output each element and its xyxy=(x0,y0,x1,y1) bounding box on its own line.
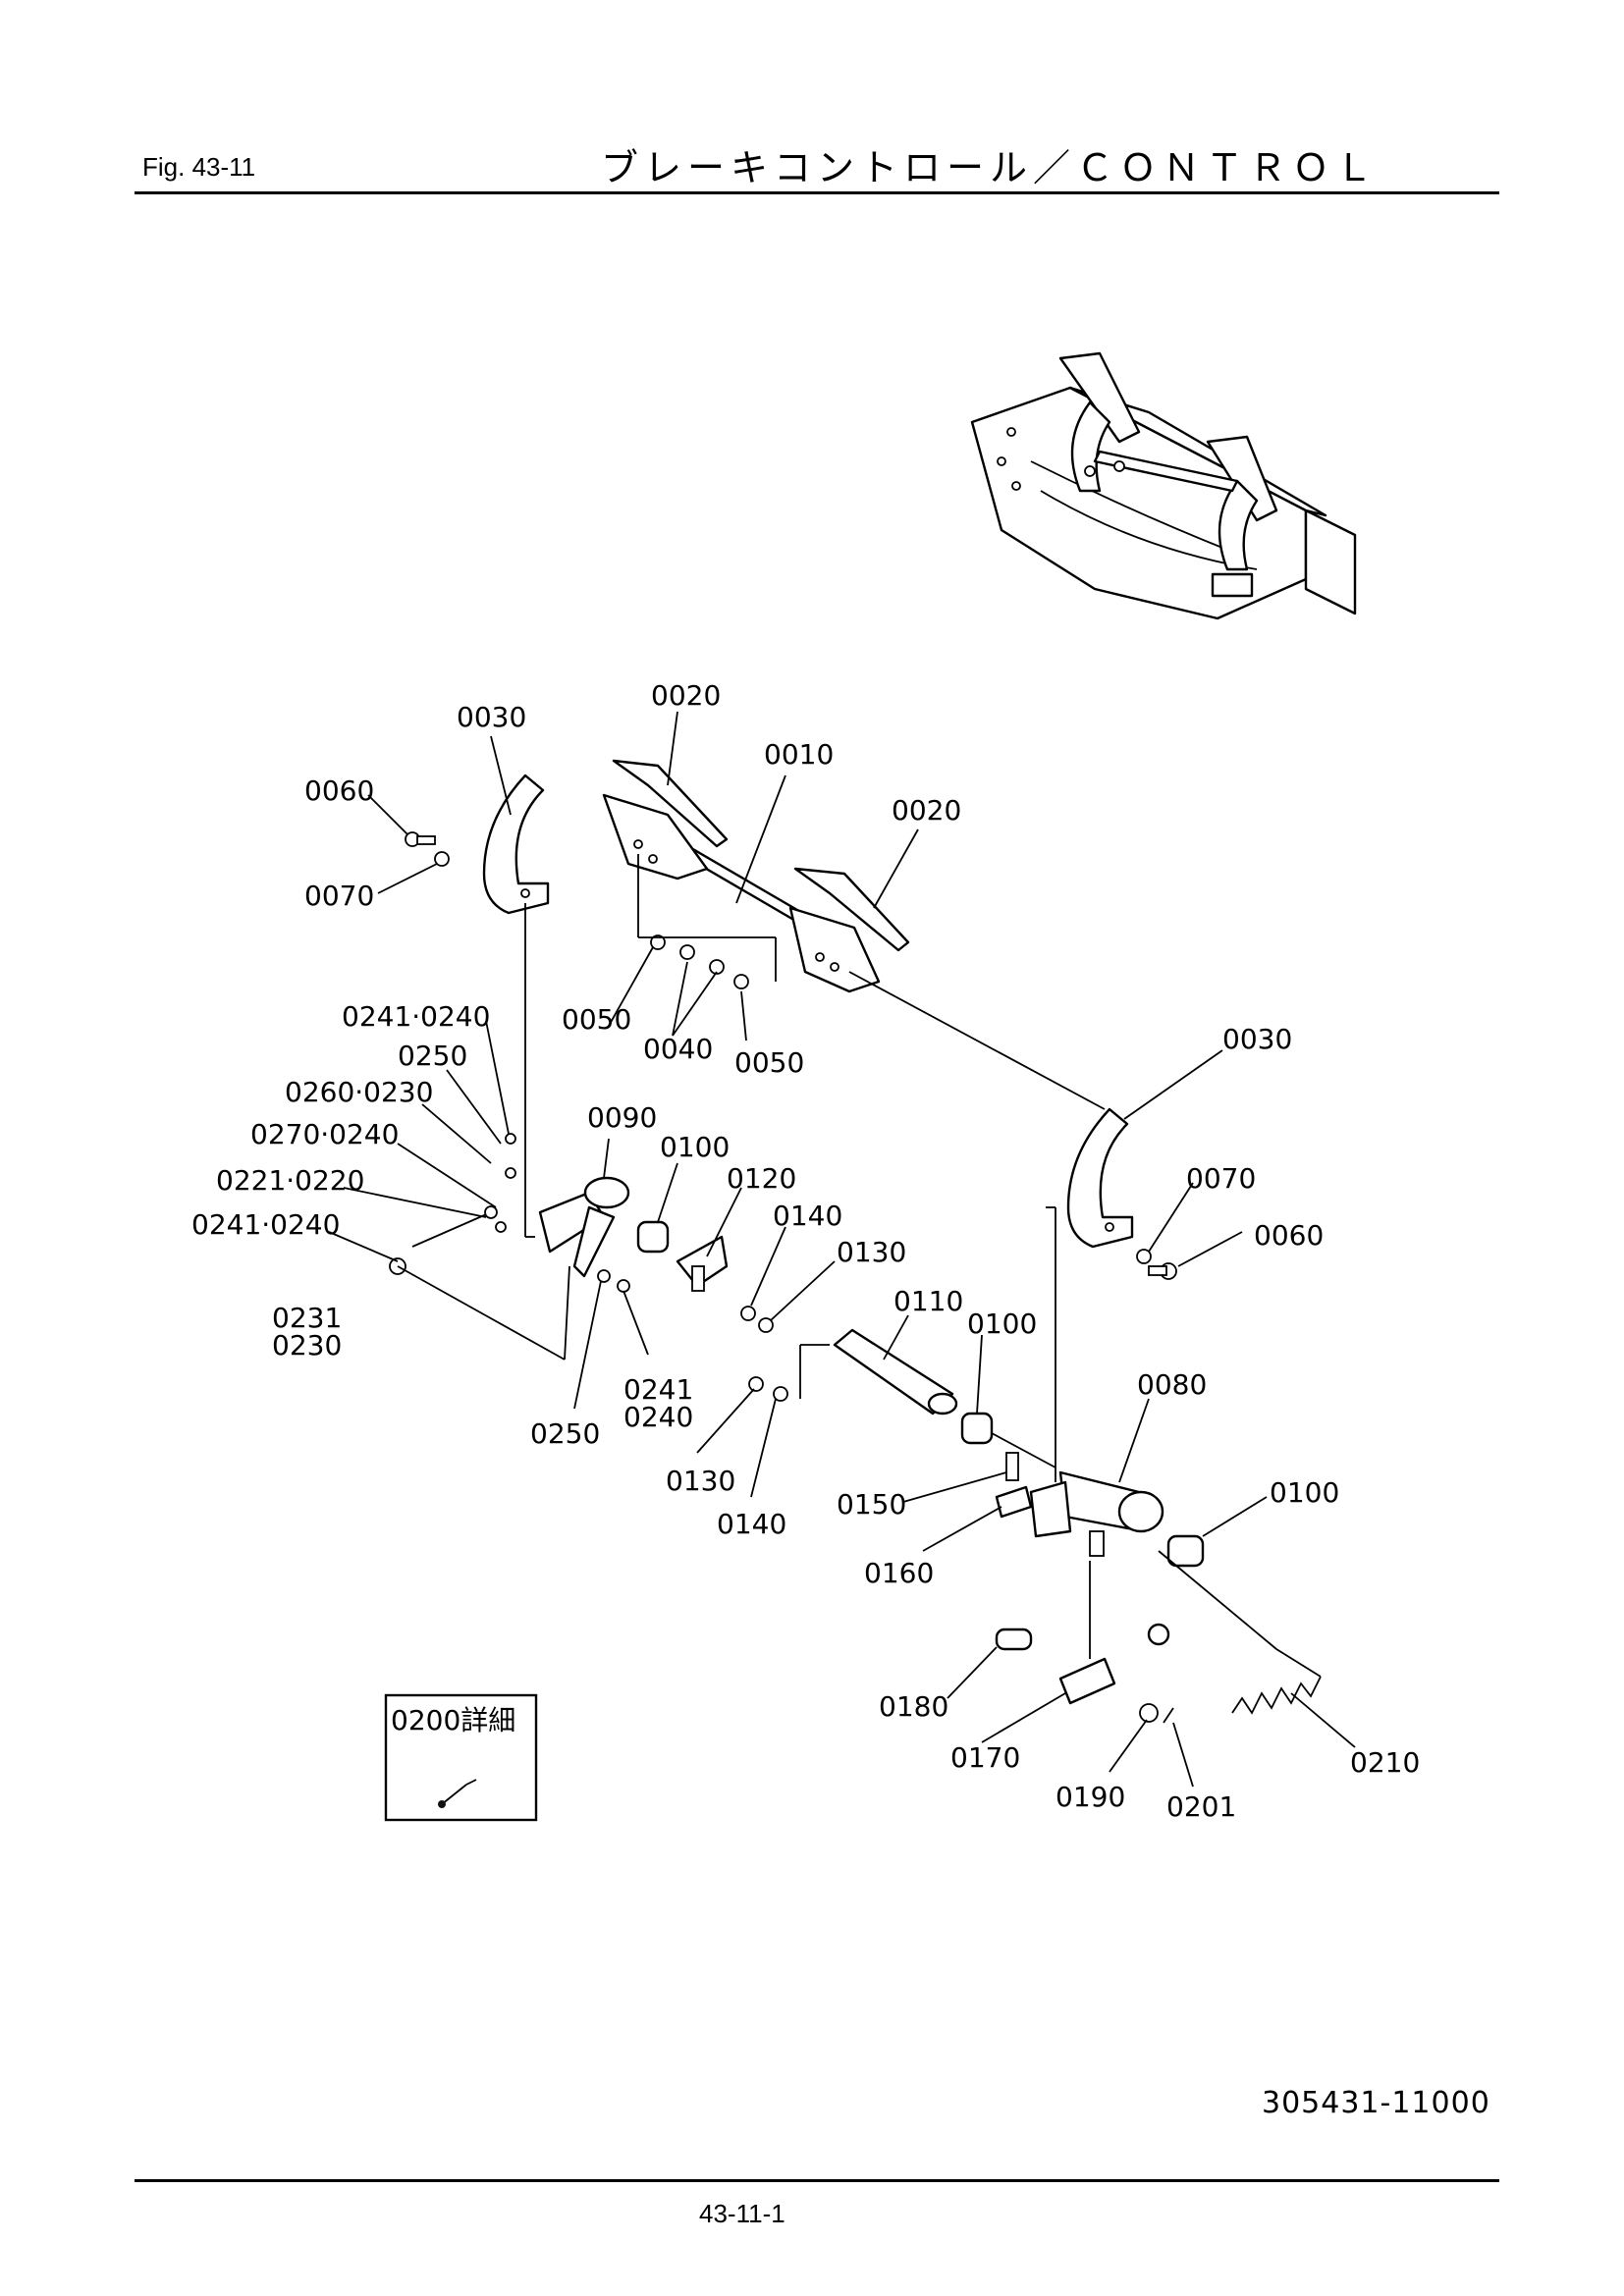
spring-0210 xyxy=(1231,1676,1322,1715)
callout-0100-right: 0100 xyxy=(1270,1476,1339,1509)
bolt-0130-lower xyxy=(748,1376,764,1392)
figure-label: Fig. 43-11 xyxy=(142,152,256,182)
callout-0241-0240-upper: 0241·0240 xyxy=(342,1000,490,1033)
callout-0170: 0170 xyxy=(950,1741,1020,1774)
brake-pedal-0010 xyxy=(602,793,881,993)
callout-0020-right: 0020 xyxy=(892,794,961,827)
washer-0140-upper xyxy=(740,1306,756,1321)
callout-0241-lower: 0241 xyxy=(623,1373,693,1406)
document-number: 305431-11000 xyxy=(1262,2086,1490,2120)
callout-labels: 0030 0020 0010 0020 0060 0070 0241·0240 … xyxy=(191,679,1420,1823)
callout-0160: 0160 xyxy=(864,1557,934,1589)
bolt-0130-upper xyxy=(758,1317,774,1333)
leader-lines xyxy=(328,711,1356,1788)
pedal-bracket-0030-right xyxy=(1066,1107,1134,1249)
callout-0010: 0010 xyxy=(764,738,834,771)
page-title: ブレーキコントロール／ＣＯＮＴＲＯＬ xyxy=(601,146,1380,189)
washer-0190 xyxy=(1139,1703,1159,1723)
callout-0130-lower: 0130 xyxy=(666,1465,735,1497)
callout-0120: 0120 xyxy=(727,1162,796,1195)
detail-box-label: 0200詳細 xyxy=(391,1704,515,1736)
callout-0221-0220: 0221·0220 xyxy=(216,1164,364,1197)
callout-0090: 0090 xyxy=(587,1101,657,1134)
callout-0140-upper: 0140 xyxy=(773,1200,842,1232)
callout-0030-right: 0030 xyxy=(1222,1023,1292,1055)
callout-0050-right: 0050 xyxy=(734,1046,804,1079)
pin-0150 xyxy=(1005,1452,1019,1481)
callout-0020-left: 0020 xyxy=(651,679,721,712)
bushing-0100-middle xyxy=(960,1412,994,1445)
callout-0250-upper: 0250 xyxy=(398,1040,467,1072)
callout-0070-right: 0070 xyxy=(1186,1162,1256,1195)
callout-0040: 0040 xyxy=(643,1033,713,1065)
callout-0150: 0150 xyxy=(837,1488,906,1521)
bolt-0060-right xyxy=(1148,1262,1177,1280)
callout-0140-lower: 0140 xyxy=(717,1508,786,1540)
callout-0050-left: 0050 xyxy=(562,1003,631,1036)
callout-0060-right: 0060 xyxy=(1254,1219,1324,1252)
callout-0231: 0231 xyxy=(272,1302,342,1334)
callout-0190: 0190 xyxy=(1056,1781,1125,1813)
callout-0260-0230: 0260·0230 xyxy=(285,1076,433,1108)
cotter-pin-0201 xyxy=(1163,1707,1174,1724)
detail-box-0200: 0200詳細 xyxy=(384,1693,538,1822)
brake-arm-0090 xyxy=(538,1176,630,1293)
callout-0230: 0230 xyxy=(272,1329,342,1362)
pedal-bracket-0030-left xyxy=(482,774,550,915)
callout-0240-lower: 0240 xyxy=(623,1401,693,1433)
nut-0170 xyxy=(1147,1623,1170,1646)
callout-0030-left: 0030 xyxy=(457,701,526,733)
callout-0270-0240: 0270·0240 xyxy=(250,1118,399,1150)
callout-0100-left: 0100 xyxy=(660,1131,730,1163)
shaft-0110 xyxy=(833,1328,958,1415)
assembly-lines xyxy=(397,854,1322,1678)
washer-0140-lower xyxy=(773,1386,788,1402)
washer-0070-right xyxy=(1136,1249,1152,1264)
header-rule xyxy=(135,191,1499,194)
plate-0160 xyxy=(995,1485,1033,1519)
yoke-0170 xyxy=(1058,1657,1116,1705)
callout-0250-lower: 0250 xyxy=(530,1417,600,1450)
bracket-0120 xyxy=(676,1235,729,1292)
pedal-pad-0020-right xyxy=(793,867,910,952)
pin-0180 xyxy=(995,1628,1033,1651)
bolt-0060-left xyxy=(405,831,436,847)
callout-0210: 0210 xyxy=(1350,1746,1420,1779)
bushing-0100-right xyxy=(1166,1534,1205,1568)
page-number: 43-11-1 xyxy=(699,2199,785,2228)
bolt-0040-left xyxy=(679,944,695,960)
callout-0110: 0110 xyxy=(893,1285,963,1317)
bushing-0100-left xyxy=(636,1220,670,1254)
brake-shaft-0080 xyxy=(1029,1470,1164,1557)
washer-0050-right xyxy=(733,974,749,989)
callout-0080: 0080 xyxy=(1137,1368,1207,1401)
callout-0070-left: 0070 xyxy=(304,880,374,912)
callout-0060-left: 0060 xyxy=(304,774,374,807)
callout-0100-middle: 0100 xyxy=(967,1308,1037,1340)
rod-0220 xyxy=(389,1133,516,1275)
bolt-0040-right xyxy=(709,959,725,975)
callout-0201: 0201 xyxy=(1166,1790,1236,1823)
washer-0050-left xyxy=(650,934,666,950)
pedal-pad-0020-left xyxy=(612,759,729,848)
callout-0241-0240-lower: 0241·0240 xyxy=(191,1208,340,1241)
footer-rule xyxy=(135,2179,1499,2182)
assembly-overview-illustration xyxy=(970,351,1357,620)
callout-0130-upper: 0130 xyxy=(837,1236,906,1268)
washer-0070-left xyxy=(434,851,450,867)
callout-0180: 0180 xyxy=(879,1690,948,1723)
